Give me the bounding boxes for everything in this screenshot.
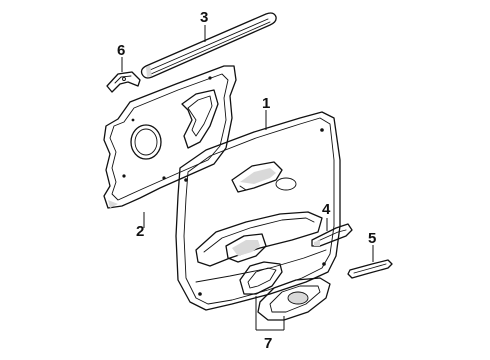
- mounting-bracket-part: [106, 71, 141, 93]
- handle-bezel-pair-part: [239, 261, 331, 321]
- water-deflector-part: [103, 65, 237, 209]
- callout-3: 3: [200, 9, 208, 26]
- armrest-strip-part: [347, 259, 393, 279]
- belt-weatherstrip-part: [140, 12, 277, 79]
- leader-lines: [121, 25, 374, 331]
- callout-6: 6: [117, 42, 125, 59]
- callout-5: 5: [368, 230, 376, 247]
- pull-handle-trim-part: [311, 223, 353, 247]
- callout-4: 4: [322, 201, 331, 218]
- door-trim-panel-part: [175, 111, 341, 311]
- callout-2: 2: [136, 223, 144, 240]
- callout-1: 1: [262, 95, 270, 112]
- callout-labels: 1 2 3 4 5 6 7: [117, 9, 376, 352]
- callout-7: 7: [264, 335, 272, 352]
